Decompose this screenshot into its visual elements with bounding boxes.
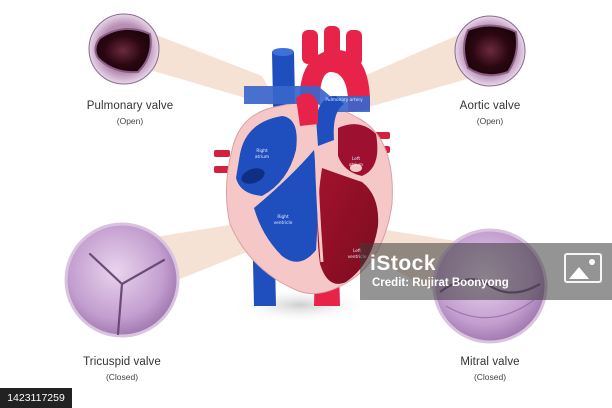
left-ventricle-label-line2: ventricle bbox=[348, 254, 367, 260]
right-atrium-label-line1: Right bbox=[256, 148, 268, 154]
left-atrium-label-line1: Left bbox=[352, 156, 360, 162]
pulmonary-valve-label: Pulmonary valve (Open) bbox=[60, 100, 200, 126]
pulmonary-artery-label: Pulmonary artery bbox=[325, 97, 363, 103]
pulmonary-valve-name: Pulmonary valve bbox=[86, 100, 174, 112]
heart-illustration: Aorta Pulmonary artery Right atrium Left… bbox=[214, 26, 393, 306]
heart-shadow bbox=[230, 287, 370, 323]
pulmonary-valve-icon bbox=[88, 13, 160, 85]
left-atrium-label-line2: atrium bbox=[349, 162, 363, 168]
aortic-valve-name: Aortic valve bbox=[459, 100, 521, 112]
right-ventricle-label-line1: Right bbox=[277, 214, 289, 220]
photo-credit: Credit: Rujirat Boonyong bbox=[372, 277, 509, 289]
tricuspid-valve-name: Tricuspid valve bbox=[83, 356, 161, 368]
right-atrium-label-line2: atrium bbox=[255, 154, 269, 160]
tricuspid-valve-state: (Closed) bbox=[105, 372, 139, 382]
istock-logo: iStock bbox=[370, 252, 437, 275]
image-icon bbox=[564, 253, 602, 283]
mitral-valve-name: Mitral valve bbox=[460, 356, 520, 368]
left-ventricle-label-line1: Left bbox=[353, 248, 361, 254]
stock-id-badge: 1423117259 bbox=[0, 388, 72, 408]
right-ventricle-label-line2: ventricle bbox=[274, 220, 293, 226]
tricuspid-valve-label: Tricuspid valve (Closed) bbox=[52, 356, 192, 382]
pulmonary-valve-state: (Open) bbox=[116, 116, 144, 126]
aortic-valve-label: Aortic valve (Open) bbox=[420, 100, 560, 126]
mitral-valve-state: (Closed) bbox=[473, 372, 507, 382]
tricuspid-valve-icon bbox=[64, 222, 180, 338]
aortic-valve-state: (Open) bbox=[476, 116, 504, 126]
aorta-label: Aorta bbox=[327, 72, 339, 78]
mitral-valve-label: Mitral valve (Closed) bbox=[420, 356, 560, 382]
aortic-valve-icon bbox=[454, 15, 526, 87]
istock-watermark: iStock Credit: Rujirat Boonyong bbox=[360, 243, 612, 300]
